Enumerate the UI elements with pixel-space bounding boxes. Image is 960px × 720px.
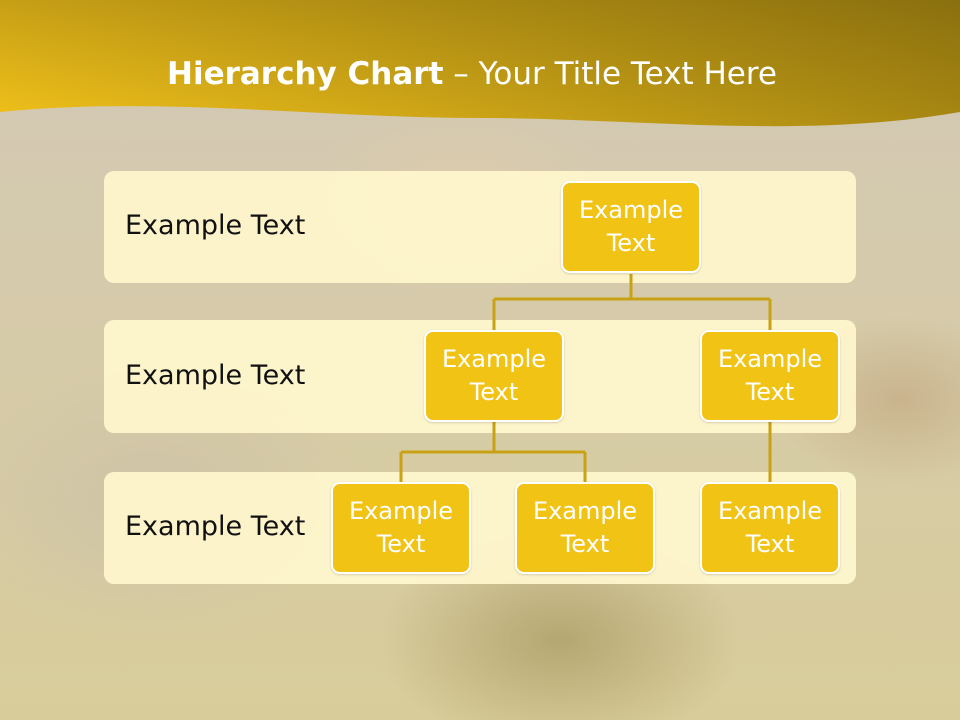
title-rest-part: – Your Title Text Here [443,56,777,92]
node-level2-right[interactable]: Example Text [700,330,840,422]
row-band-1 [104,171,856,283]
header-band [0,0,960,127]
node-level3-middle[interactable]: Example Text [515,482,655,574]
row-label-2: Example Text [125,360,306,391]
row-label-3: Example Text [125,511,306,542]
node-root-label: Example Text [578,196,684,257]
node-level3-left[interactable]: Example Text [331,482,471,574]
slide-title: Hierarchy Chart – Your Title Text Here [0,56,944,92]
title-bold-part: Hierarchy Chart [167,56,444,92]
node-level3-right[interactable]: Example Text [700,482,840,574]
row-label-1: Example Text [125,210,306,241]
node-level3-middle-label: Example Text [532,497,638,558]
node-root[interactable]: Example Text [561,181,701,273]
node-level2-right-label: Example Text [717,345,823,406]
node-level2-left[interactable]: Example Text [424,330,564,422]
node-level2-left-label: Example Text [441,345,547,406]
node-level3-left-label: Example Text [348,497,454,558]
node-level3-right-label: Example Text [717,497,823,558]
